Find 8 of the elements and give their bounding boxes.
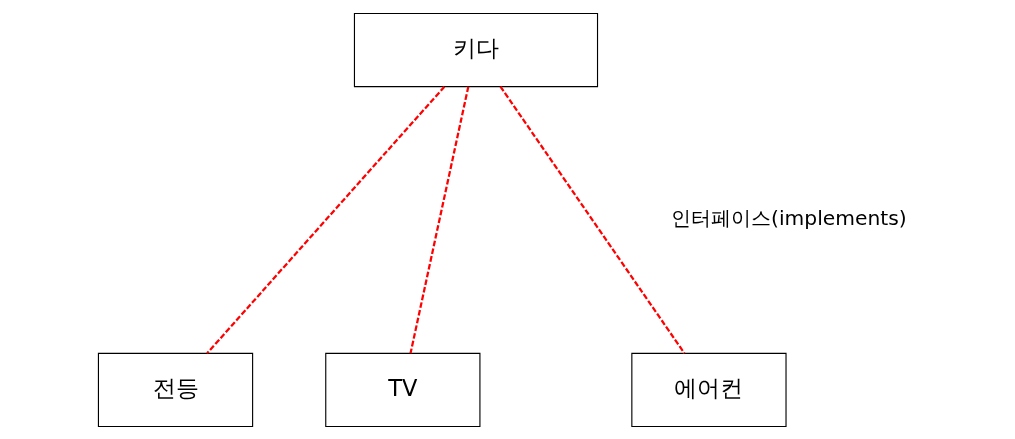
- node-box: 에어컨: [631, 352, 787, 427]
- label: 인터페이스(implements): [671, 205, 907, 230]
- node-box: 전등: [97, 352, 254, 427]
- connector: [409, 85, 470, 353]
- node-box: 키다: [353, 12, 599, 87]
- connector: [206, 85, 446, 354]
- connector: [499, 85, 686, 354]
- node-box: TV: [325, 352, 481, 427]
